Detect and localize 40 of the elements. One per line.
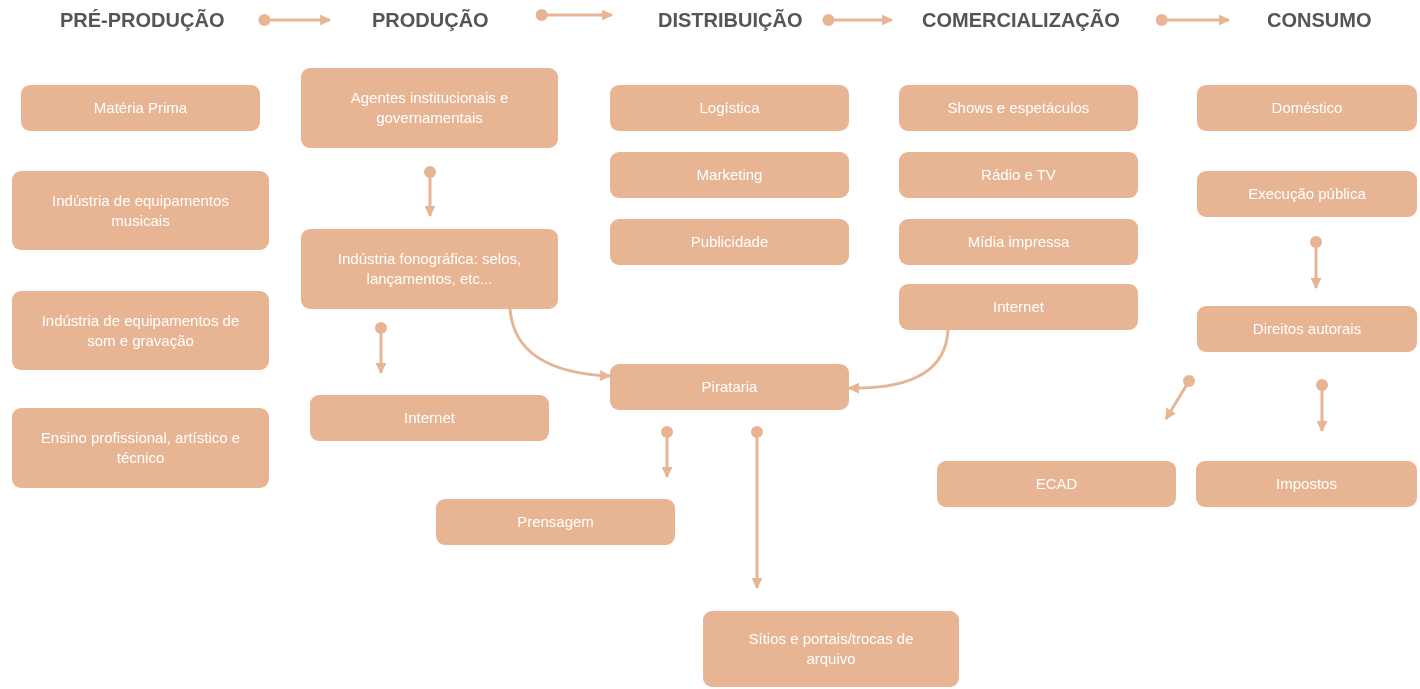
arrow xyxy=(375,322,387,375)
stage-heading: COMERCIALIZAÇÃO xyxy=(922,7,1120,33)
arrow xyxy=(847,329,950,394)
process-box: Mídia impressa xyxy=(899,219,1138,265)
arrow xyxy=(258,14,332,26)
arrow xyxy=(1164,375,1195,420)
process-box: Rádio e TV xyxy=(899,152,1138,198)
arrow xyxy=(822,14,894,26)
process-box: Indústria de equipamentos musicais xyxy=(12,171,269,250)
arrow xyxy=(1316,379,1328,433)
process-box: Matéria Prima xyxy=(21,85,260,131)
process-box: Impostos xyxy=(1196,461,1417,507)
arrow xyxy=(424,166,436,218)
process-box: ECAD xyxy=(937,461,1176,507)
process-box: Doméstico xyxy=(1197,85,1417,131)
process-box: Agentes institucionais e governamentais xyxy=(301,68,558,148)
process-box: Logística xyxy=(610,85,849,131)
arrow xyxy=(1155,14,1231,26)
arrow xyxy=(661,426,673,479)
process-box: Internet xyxy=(899,284,1138,330)
stage-heading: PRODUÇÃO xyxy=(372,7,489,33)
arrow xyxy=(535,9,614,21)
arrow xyxy=(751,426,763,590)
process-box: Direitos autorais xyxy=(1197,306,1417,352)
process-box: Indústria fonográfica: selos, lançamentos, etc... xyxy=(301,229,558,309)
stage-heading: DISTRIBUIÇÃO xyxy=(658,7,803,33)
arrow xyxy=(1310,236,1322,290)
process-box: Shows e espetáculos xyxy=(899,85,1138,131)
process-box: Prensagem xyxy=(436,499,675,545)
stage-heading: PRÉ-PRODUÇÃO xyxy=(60,7,225,33)
process-box: Publicidade xyxy=(610,219,849,265)
process-box: Pirataria xyxy=(610,364,849,410)
process-box: Marketing xyxy=(610,152,849,198)
process-box: Execução pública xyxy=(1197,171,1417,217)
stage-heading: CONSUMO xyxy=(1267,7,1372,33)
process-box: Sítios e portais/trocas de arquivo xyxy=(703,611,959,687)
arrow xyxy=(508,308,612,381)
process-box: Ensino profissional, artístico e técnico xyxy=(12,408,269,488)
process-box: Indústria de equipamentos de som e gravação xyxy=(12,291,269,370)
process-box: Internet xyxy=(310,395,549,441)
